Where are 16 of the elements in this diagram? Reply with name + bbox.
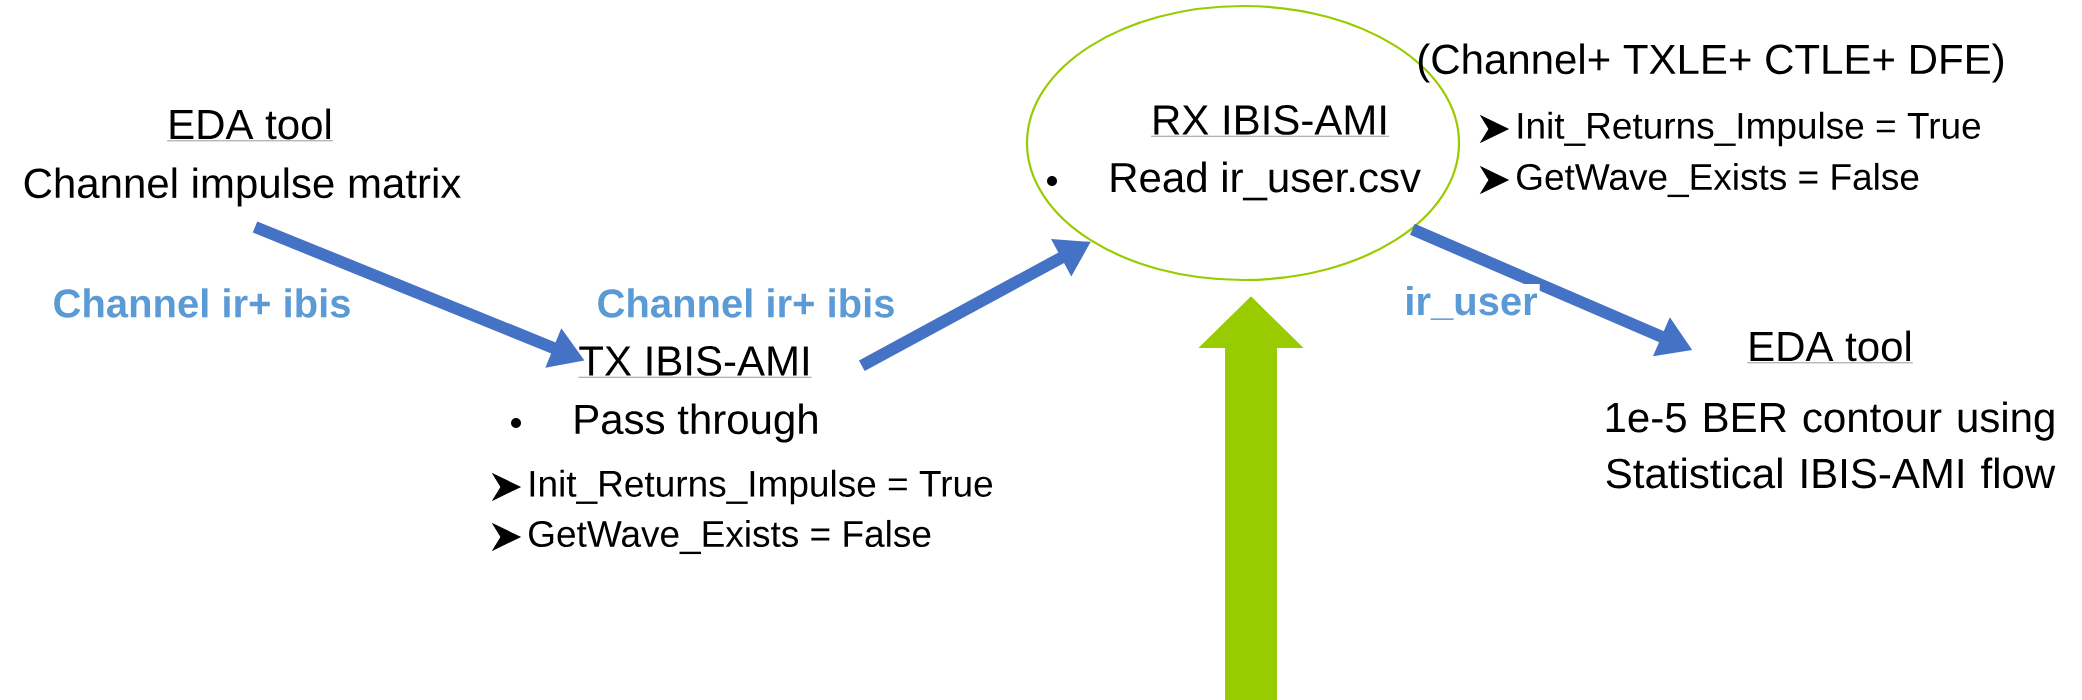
list-item: GetWave_Exists = False: [529, 519, 931, 555]
edge-label: ir_user: [1402, 284, 1540, 322]
bullet-item: Pass through: [575, 403, 817, 443]
edge-label: Channel ir+ ibis: [594, 286, 898, 320]
heading: TX IBIS-AMI: [578, 346, 812, 378]
text: Channel impulse matrix: [24, 167, 461, 207]
list-item: Init_Returns_Impulse = True: [530, 469, 993, 505]
list-item: GetWave_Exists = False: [1517, 162, 1919, 198]
bullet-item: Read ir_user.csv: [1111, 161, 1421, 201]
text: (Channel+ TXLE+ CTLE+ DFE): [1418, 43, 2004, 83]
heading: RX IBIS-AMI: [1150, 105, 1390, 137]
description: 1e-5 BER contour using Statistical IBIS-AMI flow: [1606, 401, 2056, 489]
edge-label: Channel ir+ ibis: [50, 286, 354, 320]
list-item: Init_Returns_Impulse = True: [1518, 111, 1980, 147]
heading: EDA tool: [166, 108, 334, 141]
heading: EDA tool: [1746, 330, 1914, 363]
